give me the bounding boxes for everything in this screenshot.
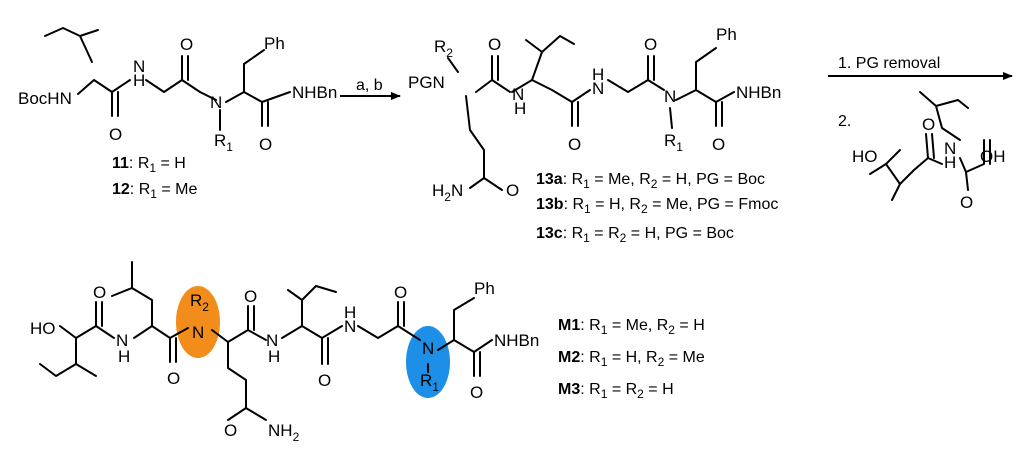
arrow-1-conditions: a, b: [356, 77, 383, 94]
r1-highlight-blue: [406, 326, 450, 398]
carbonyl-o: O: [488, 35, 501, 54]
structure-11-12: BocHN O H N O N R1 Ph O NHBn: [18, 27, 337, 154]
compound-12-label: 12: R1 = Me: [112, 181, 198, 201]
h2n-label: H2N: [432, 181, 463, 204]
carbonyl-o: O: [167, 369, 180, 388]
ho-label: HO: [30, 319, 56, 338]
r2-label: R2: [190, 291, 209, 314]
carbonyl-o: O: [644, 35, 657, 54]
carbonyl-o: O: [244, 287, 257, 306]
backbone-M: [39, 261, 493, 421]
amide-h: H: [514, 99, 526, 118]
carbonyl-o: O: [470, 383, 483, 402]
carbonyl-o: O: [259, 135, 272, 154]
amide-h: H: [944, 153, 956, 172]
amide-n: N: [592, 79, 604, 98]
compound-13a-label: 13a: R1 = Me, R2 = H, PG = Boc: [536, 171, 765, 191]
ph-label: Ph: [474, 279, 495, 298]
ho-label: HO: [852, 147, 878, 166]
reagent-hydroxyacyl-leu: HO O H N O OH: [852, 91, 1006, 212]
arrow-2-step-1: 1. PG removal: [838, 55, 940, 72]
compound-13b-label: 13b: R1 = H, R2 = Me, PG = Fmoc: [536, 196, 778, 216]
amide-n: N: [116, 331, 128, 350]
r2-highlight-orange: [176, 286, 220, 358]
r1-label: R1: [420, 371, 439, 394]
amide-n-r2: N: [192, 323, 204, 342]
amide-h: H: [133, 71, 145, 90]
carbonyl-o: O: [960, 193, 973, 212]
r2-label: R2: [434, 37, 453, 60]
amide-n: N: [133, 57, 145, 76]
amide-n: N: [210, 93, 222, 112]
structure-13: R2 PGN O N H O H N O N R1 Ph O NHBn H2N …: [408, 25, 781, 204]
compound-M2-label: M2: R1 = H, R2 = Me: [558, 349, 705, 369]
carbonyl-o: O: [180, 35, 193, 54]
amide-n: N: [944, 139, 956, 158]
amide-n: N: [664, 87, 676, 106]
backbone-13: [447, 35, 735, 191]
amide-h: H: [118, 347, 130, 366]
arrow-2-step-2: 2.: [838, 113, 851, 130]
structure-M: HO O N H O R2 N O N H O H N O N R1 Ph O …: [30, 261, 539, 444]
ile-side-chain: [44, 27, 99, 63]
compound-M1-label: M1: R1 = Me, R2 = H: [558, 317, 705, 337]
ph-label: Ph: [264, 34, 285, 53]
compound-13c-label: 13c: R1 = R2 = H, PG = Boc: [536, 225, 734, 245]
nhbn-label: NHBn: [494, 331, 539, 350]
r1-label: R1: [214, 131, 233, 154]
reagent-bonds: [869, 91, 991, 201]
backbone-11: [77, 49, 291, 131]
carbonyl-o: O: [394, 283, 407, 302]
carbonyl-o: O: [506, 181, 519, 200]
ph-label: Ph: [716, 25, 737, 44]
carbonyl-o: O: [922, 115, 935, 134]
amide-n: N: [512, 85, 524, 104]
nhbn-label: NHBn: [292, 83, 337, 102]
nh2-label: NH2: [268, 421, 300, 444]
r1-label: R1: [664, 131, 683, 154]
bochn-label: BocHN: [18, 89, 72, 108]
amide-n: N: [266, 331, 278, 350]
carbonyl-o: O: [109, 125, 122, 144]
amide-n-r1: N: [422, 339, 434, 358]
carbonyl-o: O: [568, 135, 581, 154]
nhbn-label: NHBn: [736, 83, 781, 102]
carbonyl-o: O: [224, 421, 237, 440]
amide-h: H: [344, 303, 356, 322]
oh-label: OH: [980, 147, 1006, 166]
amide-h: H: [268, 347, 280, 366]
compound-11-label: 11: R1 = H: [112, 155, 186, 175]
carbonyl-o: O: [318, 371, 331, 390]
carbonyl-o: O: [712, 135, 725, 154]
carbonyl-o: O: [93, 283, 106, 302]
amide-h: H: [592, 65, 604, 84]
pgn-label: PGN: [408, 73, 445, 92]
amide-n: N: [344, 317, 356, 336]
compound-M3-label: M3: R1 = R2 = H: [558, 381, 674, 401]
